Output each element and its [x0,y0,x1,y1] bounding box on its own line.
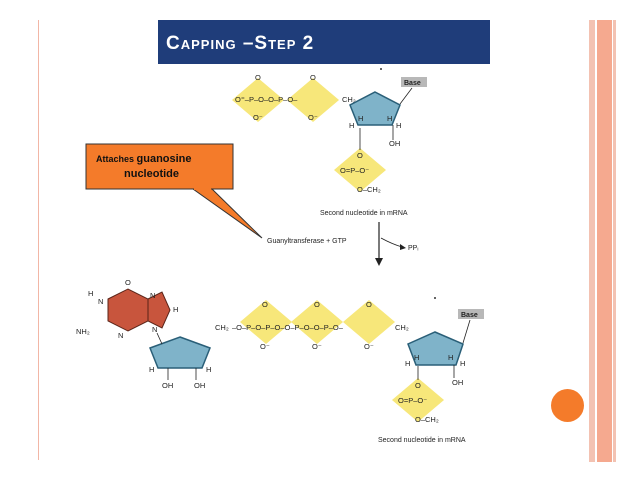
svg-text:Attaches guanosine: Attaches guanosine [96,153,192,165]
byproduct-label: PPᵢ [408,245,418,252]
top-lower-phosphate: O O=P–O⁻ O–CH₂ [334,128,386,194]
phosphate-diamond [232,78,284,122]
top-oh-text: OH [389,139,400,148]
phosphate-chain-text: O⁼–P–O–O–P–O– [235,95,298,104]
svg-text:H: H [349,121,354,130]
svg-text:H: H [358,114,363,123]
svg-text:N: N [98,297,103,306]
svg-text:H: H [414,353,419,362]
svg-text:N: N [150,291,155,300]
bottom-base-box [458,309,484,319]
top-ribose: H H H H OH [349,91,401,148]
svg-text:O–CH₂: O–CH₂ [415,415,439,424]
callout-box: Attaches guanosine nucleotide [85,143,263,239]
phosphate-o: O [310,73,316,82]
callout-prefix: Attaches [96,154,137,164]
svg-text:H: H [149,365,154,374]
top-phosphate-group: O⁼–P–O–O–P–O– O O O⁻ O⁻ CH₂ [232,73,356,122]
bottom-oh-right: OH [194,381,205,390]
svg-text:O⁻: O⁻ [260,342,270,351]
bottom-oh-left: OH [162,381,173,390]
bottom-caption: Second nucleotide in mRNA [378,437,466,444]
left-border-line [38,20,39,460]
svg-text:H: H [206,365,211,374]
svg-text:–O–P–O–P–O–O–P–O–O–P–O–: –O–P–O–P–O–O–P–O–O–P–O– [232,323,344,332]
phosphate-diamond [287,78,339,122]
bottom-base-label: Base [461,312,478,319]
svg-text:H: H [387,114,392,123]
top-ch2-text: CH₂ [342,95,356,104]
svg-text:H: H [460,359,465,368]
byproduct-arrow [380,237,403,248]
svg-text:N: N [118,331,123,340]
reaction-arrow-head [375,258,383,266]
right-decorative-bar [613,20,616,462]
phosphate-o-minus: O⁻ [308,113,318,122]
slide-title: Capping –Step 2 [166,33,315,54]
guanine-base: O H N NH₂ N N H N [76,278,178,340]
title-banner [158,20,490,64]
bottom-oh-3prime: OH [452,378,463,387]
callout-emphasis: guanosine [137,153,192,165]
svg-text:O=P–O⁻: O=P–O⁻ [340,166,369,175]
top-base-box [401,77,427,87]
svg-text:H: H [173,305,178,314]
svg-text:NH₂: NH₂ [76,327,90,336]
svg-text:H: H [448,353,453,362]
svg-text:O: O [314,300,320,309]
bottom-right-ribose: H H H H OH [405,331,465,387]
enzyme-label: Guanyltransferase + GTP [267,238,347,245]
phosphate-o-minus: O⁻ [253,113,263,122]
svg-text:H: H [405,359,410,368]
phosphate-o: O [255,73,261,82]
bottom-lower-phosphate: O O=P–O⁻ O–CH₂ [392,366,444,424]
svg-text:O⁻: O⁻ [364,342,374,351]
right-decorative-bar [589,20,595,462]
callout-pointer [191,188,263,239]
right-decorative-bar [597,20,612,462]
svg-text:O: O [262,300,268,309]
svg-text:O: O [415,381,421,390]
svg-text:O⁻: O⁻ [312,342,322,351]
svg-text:O–CH₂: O–CH₂ [357,185,381,194]
svg-text:CH₂: CH₂ [215,323,229,332]
decorative-orange-dot [551,389,584,422]
bottom-ch2-text: CH₂ [395,323,409,332]
svg-text:N: N [152,325,157,334]
svg-text:H: H [396,121,401,130]
svg-text:O: O [125,278,131,287]
svg-text:O: O [366,300,372,309]
bottom-triphosphate: –O–P–O–P–O–O–P–O–O–P–O– O O O O⁻ O⁻ O⁻ C… [232,300,409,351]
top-caption: Second nucleotide in mRNA [320,210,408,217]
bottom-left-ribose: H H OH OH CH₂ [149,323,229,390]
svg-text:H: H [88,289,93,298]
svg-text:O: O [357,151,363,160]
top-base-label: Base [404,80,421,87]
callout-line2: nucleotide [124,168,179,180]
svg-text:O=P–O⁻: O=P–O⁻ [398,396,427,405]
